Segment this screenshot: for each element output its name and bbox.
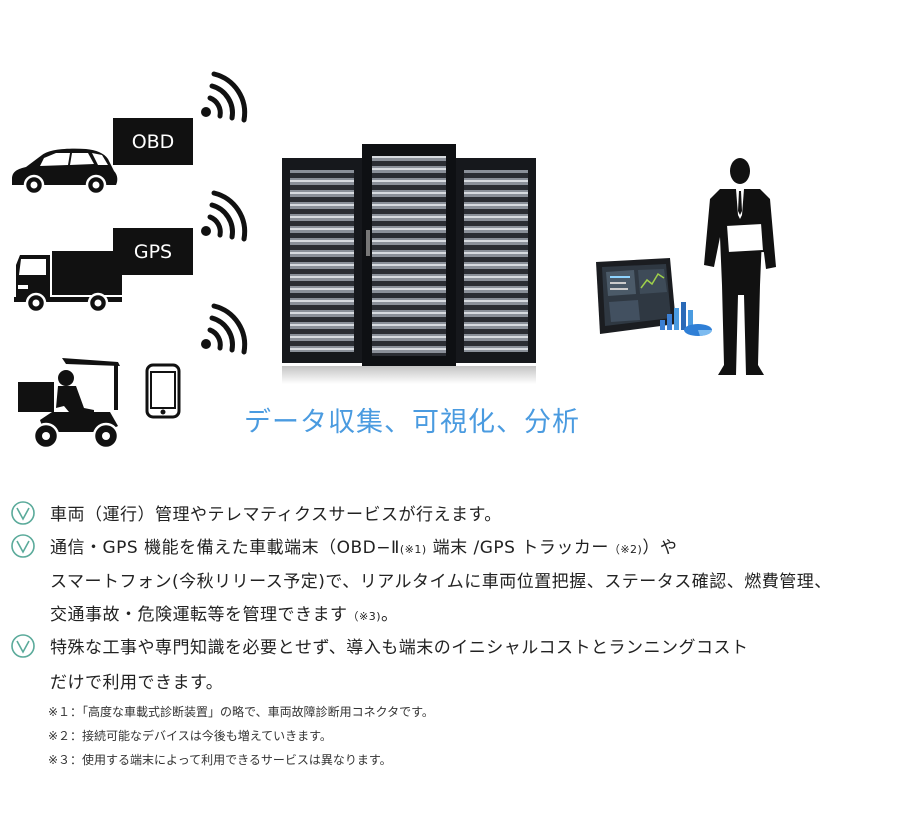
obd-label: OBD <box>113 118 193 165</box>
text-segment: ）や <box>642 538 678 558</box>
text-segment: 通信・GPS 機能を備えた車載端末（OBD−Ⅱ <box>50 538 400 558</box>
check-circle-icon <box>11 534 35 558</box>
wireless-signal-icon <box>201 71 248 123</box>
bullet-item-3: 特殊な工事や専門知識を必要とせず、導入も端末のイニシャルコストとランニングコスト… <box>10 633 748 693</box>
car-icon <box>12 148 118 195</box>
footnote-1: ※１：「高度な車載式診断装置」の略で、車両故障診断用コネクタです。 <box>48 705 434 719</box>
bullet-item-2: 通信・GPS 機能を備えた車載端末（OBD−Ⅱ(※1) 端末 /GPS トラッカ… <box>10 533 832 630</box>
truck-icon <box>14 251 122 314</box>
footnote-ref: (※1) <box>399 543 427 556</box>
tablet-dashboard-icon <box>596 258 713 336</box>
gps-label: GPS <box>113 228 193 275</box>
delivery-scooter-icon <box>18 358 120 450</box>
businessman-icon <box>704 158 776 375</box>
footnote-3: ※３：使用する端末によって利用できるサービスは異なります。 <box>48 753 392 767</box>
wireless-signal-icon <box>201 190 248 242</box>
server-rack-icon <box>282 144 536 384</box>
bullet-line: 交通事故・危険運転等を管理できます（※3)。 <box>50 600 832 630</box>
check-circle-icon <box>11 634 35 658</box>
footnote-ref: （※3) <box>347 610 382 623</box>
text-segment: 。 <box>381 605 399 625</box>
footnote-ref: （※2) <box>608 543 643 556</box>
smartphone-icon <box>145 363 181 419</box>
diagram-caption: データ収集、可視化、分析 <box>244 407 580 438</box>
bullet-line: 通信・GPS 機能を備えた車載端末（OBD−Ⅱ(※1) 端末 /GPS トラッカ… <box>50 533 832 563</box>
text-segment: 端末 /GPS トラッカー <box>426 538 609 558</box>
bullet-line: 車両（運行）管理やテレマティクスサービスが行えます。 <box>50 505 502 525</box>
bullet-line: 特殊な工事や専門知識を必要とせず、導入も端末のイニシャルコストとランニングコスト <box>50 638 749 658</box>
wireless-signal-icon <box>201 303 248 355</box>
bullet-item-1: 車両（運行）管理やテレマティクスサービスが行えます。 <box>10 500 502 526</box>
bullet-line: だけで利用できます。 <box>50 673 224 693</box>
text-segment: 交通事故・危険運転等を管理できます <box>50 605 348 625</box>
footnote-2: ※２：接続可能なデバイスは今後も増えていきます。 <box>48 729 332 743</box>
bullet-line: スマートフォン(今秋リリース予定)で、リアルタイムに車両位置把握、ステータス確認… <box>50 572 832 592</box>
check-circle-icon <box>11 501 35 525</box>
